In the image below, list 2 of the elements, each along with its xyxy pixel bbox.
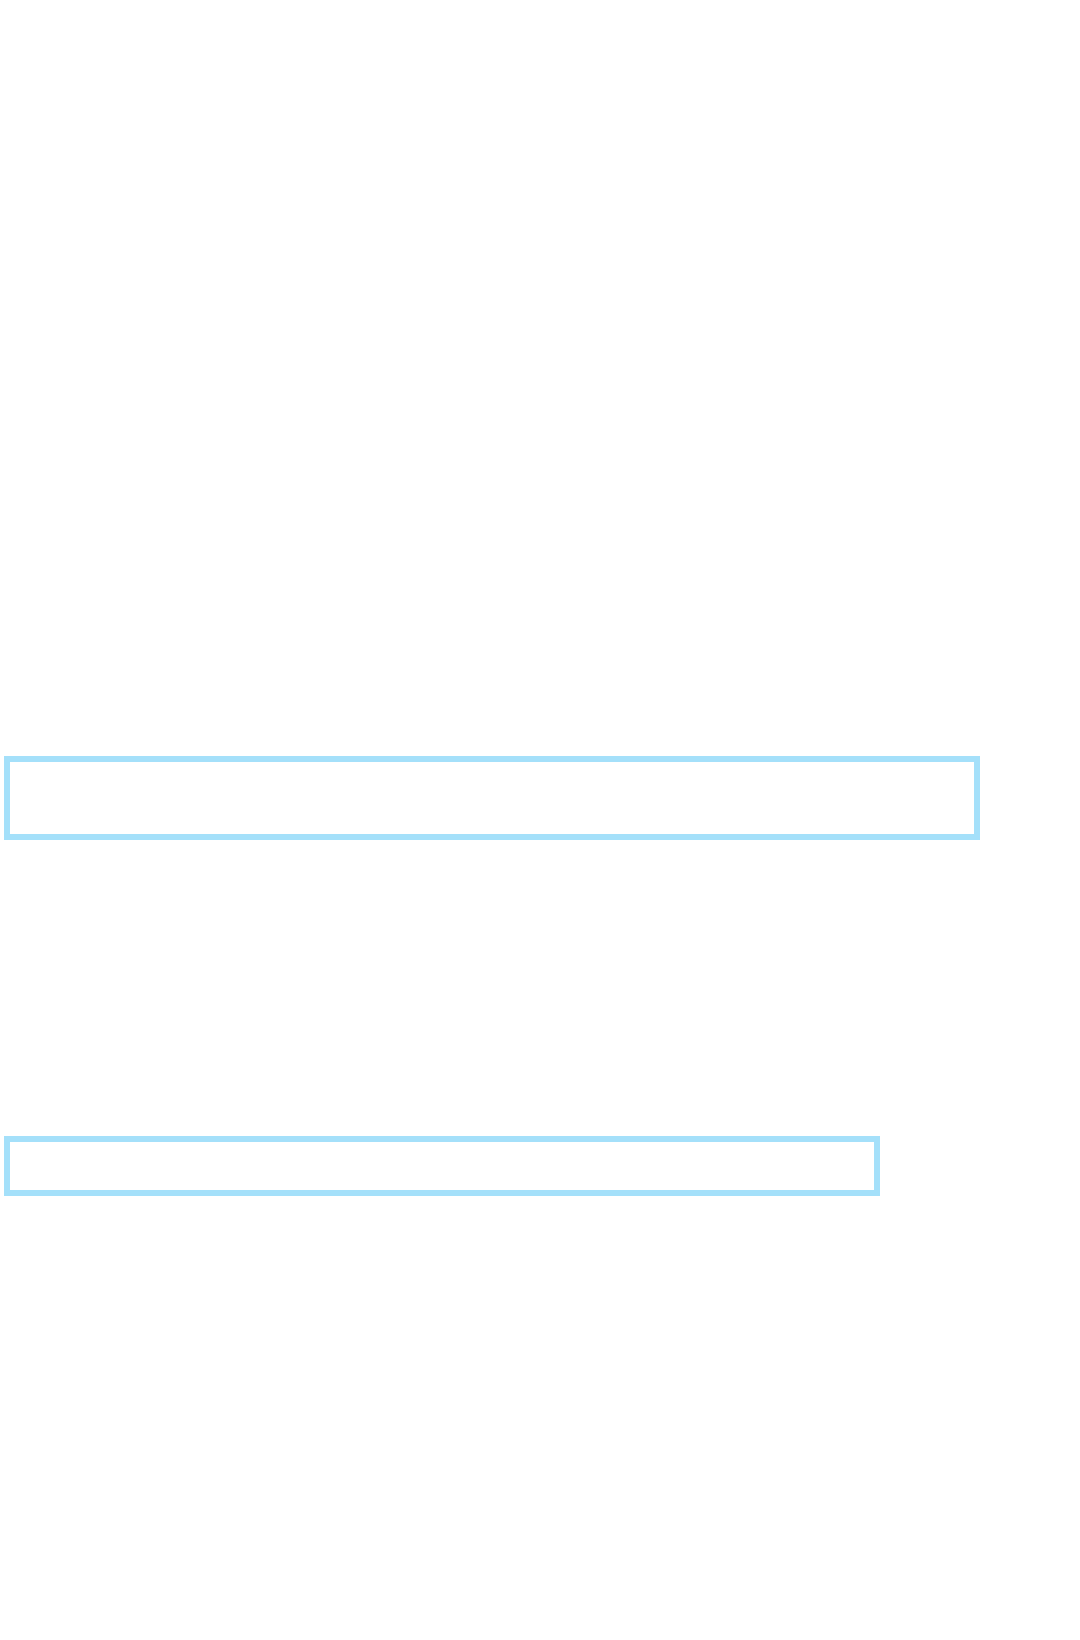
empty-box xyxy=(4,1136,880,1196)
empty-box xyxy=(4,756,980,840)
